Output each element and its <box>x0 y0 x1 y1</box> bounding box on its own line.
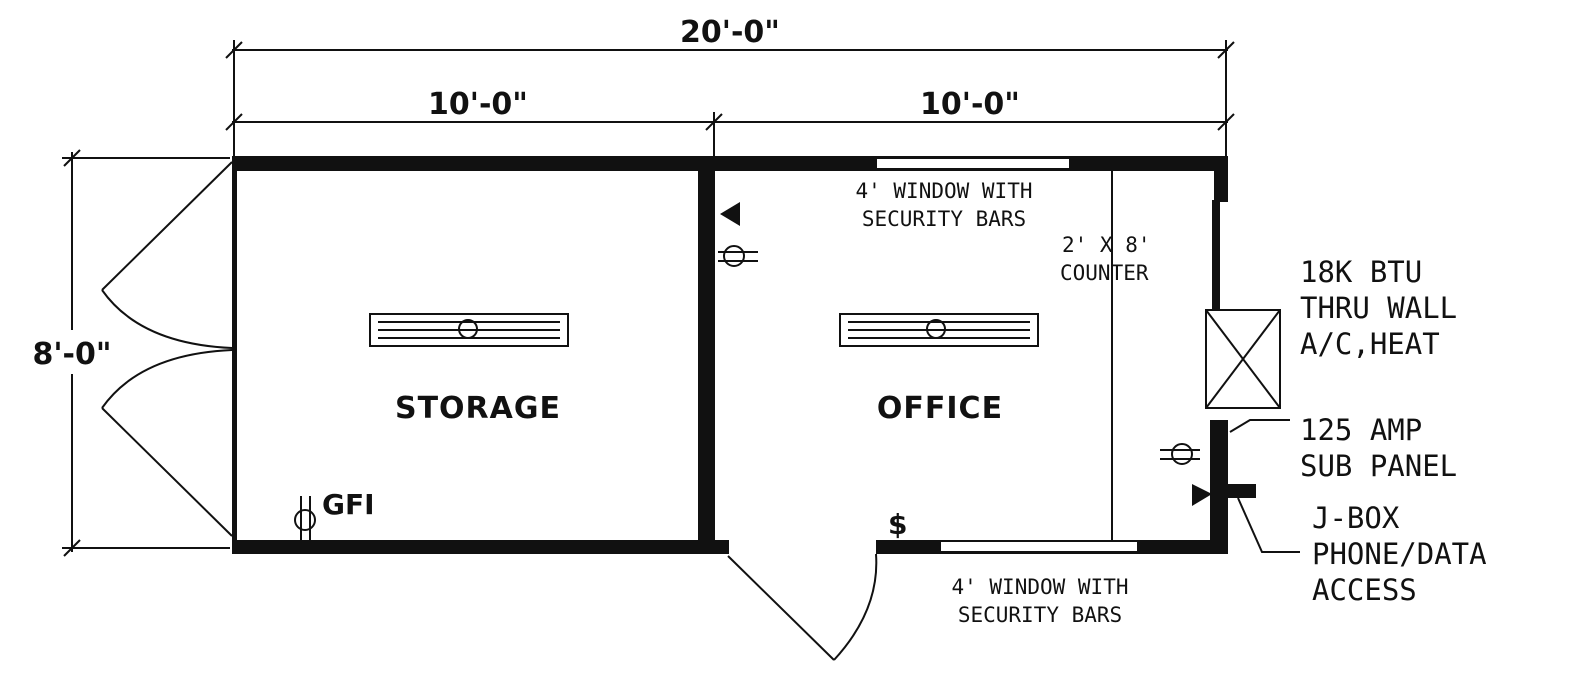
overall-dimension: 20'-0" <box>225 15 1235 160</box>
counter-note-line1: 2' X 8' <box>1062 233 1151 257</box>
storage-room-label: STORAGE <box>395 391 561 426</box>
depth-label: 8'-0" <box>32 337 111 372</box>
bottom-window <box>939 540 1139 553</box>
office-light-fixture <box>839 313 1039 347</box>
office-door <box>727 553 878 661</box>
jbox-leader <box>1237 497 1300 553</box>
sub-panel-note-line1: 125 AMP <box>1300 413 1422 447</box>
light-switch-icon: $ <box>888 508 907 541</box>
ac-unit-icon <box>1205 309 1281 409</box>
storage-light-fixture <box>369 313 569 347</box>
bottom-window-note-line2: SECURITY BARS <box>958 603 1122 627</box>
depth-dimension: 8'-0" <box>30 149 230 557</box>
ac-note-line1: 18K BTU <box>1300 255 1422 289</box>
jbox-icon <box>1192 484 1256 506</box>
counter-note-line2: COUNTER <box>1060 261 1149 285</box>
office-room-label: OFFICE <box>877 391 1003 426</box>
ac-note-line2: THRU WALL <box>1300 291 1457 325</box>
jbox-note-line3: ACCESS <box>1312 573 1417 607</box>
duplex-outlet-right-icon <box>1160 443 1200 465</box>
duplex-outlet-icon <box>718 245 758 267</box>
gfi-label: GFI <box>322 488 375 521</box>
jbox-note-line2: PHONE/DATA <box>1312 537 1487 571</box>
top-window-note-line2: SECURITY BARS <box>862 207 1026 231</box>
gfi-outlet-icon <box>294 496 316 540</box>
bottom-window-note-line1: 4' WINDOW WITH <box>951 575 1128 599</box>
left-width-label: 10'-0" <box>428 87 528 122</box>
right-width-label: 10'-0" <box>920 87 1020 122</box>
top-window-note-line1: 4' WINDOW WITH <box>855 179 1032 203</box>
overall-width-label: 20'-0" <box>680 15 780 50</box>
room-dimensions: 10'-0" 10'-0" <box>225 87 1235 160</box>
sub-panel-leader <box>1229 419 1290 433</box>
top-window <box>875 157 1071 170</box>
jbox-note-line1: J-BOX <box>1312 501 1400 535</box>
ac-note-line3: A/C,HEAT <box>1300 327 1440 361</box>
left-double-door <box>101 161 233 537</box>
sub-panel-note-line2: SUB PANEL <box>1300 449 1457 483</box>
data-outlet-icon <box>720 202 740 226</box>
